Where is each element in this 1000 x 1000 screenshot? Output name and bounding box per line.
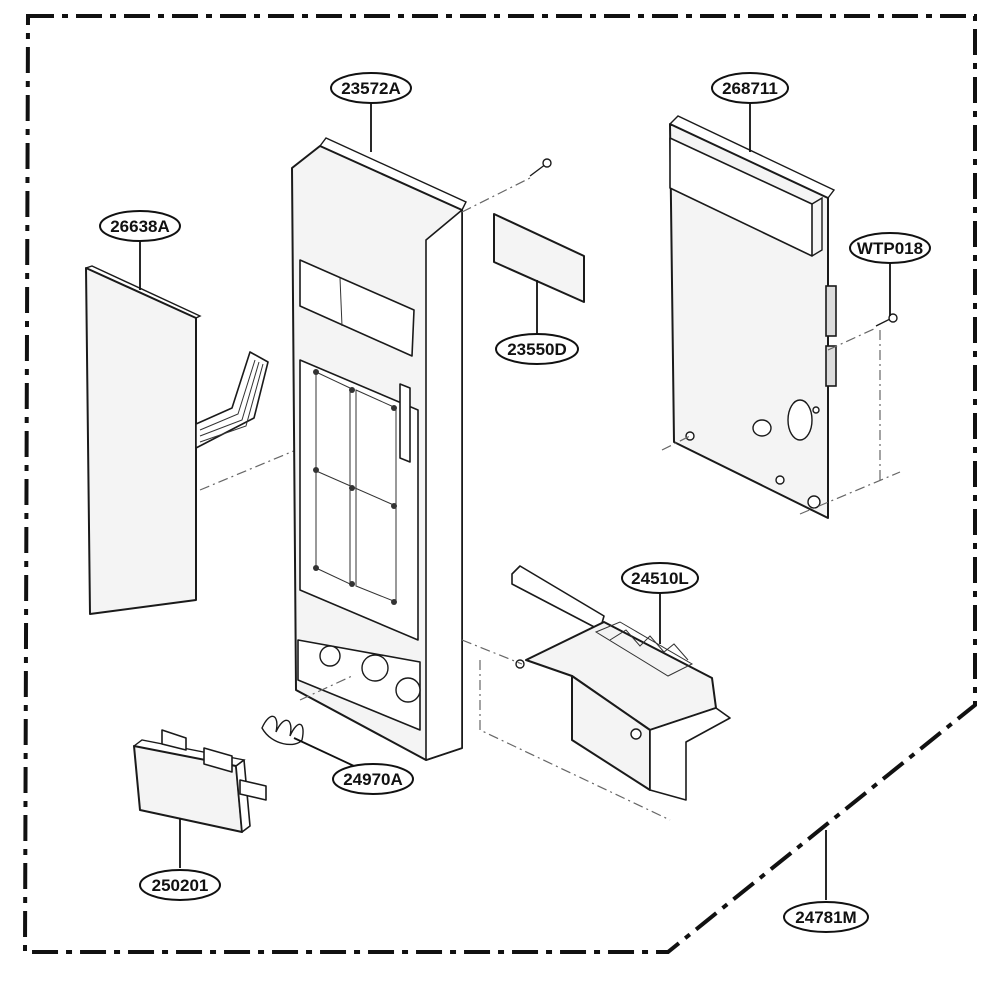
panel-screw-part	[461, 158, 552, 213]
callout-screw: WTP018	[849, 232, 931, 264]
callout-label-push-button: 250201	[152, 876, 209, 895]
spring-part	[261, 675, 353, 746]
callout-spring: 24970A	[332, 763, 414, 795]
callout-front-panel: 23572A	[330, 72, 412, 104]
display-window-part	[493, 213, 585, 303]
door-latch-lever-part	[461, 565, 731, 821]
callout-label-display-window: 23550D	[507, 340, 567, 359]
assembly-boundary	[22, 14, 977, 954]
front-panel-part	[291, 137, 467, 761]
pcb-screw-part	[827, 313, 898, 480]
callout-label-membrane-keypad: 26638A	[110, 217, 170, 236]
callout-door-latch-lever: 24510L	[621, 562, 699, 594]
callout-label-spring: 24970A	[343, 770, 403, 789]
callout-label-pcb-assembly: 268711	[722, 79, 778, 98]
callout-pcb-assembly: 268711	[711, 72, 789, 104]
callout-label-control-assembly: 24781M	[795, 908, 856, 927]
callout-control-assembly: 24781M	[783, 901, 869, 933]
callout-push-button: 250201	[139, 869, 221, 901]
pcb-assembly-part	[661, 115, 901, 519]
callout-label-door-latch-lever: 24510L	[631, 569, 689, 588]
callout-label-screw: WTP018	[857, 239, 923, 258]
membrane-keypad-part	[85, 265, 321, 615]
leader-spring	[293, 737, 355, 767]
push-button-part	[133, 729, 267, 833]
callout-label-front-panel: 23572A	[341, 79, 401, 98]
callout-display-window: 23550D	[495, 333, 579, 365]
callout-membrane-keypad: 26638A	[99, 210, 181, 242]
